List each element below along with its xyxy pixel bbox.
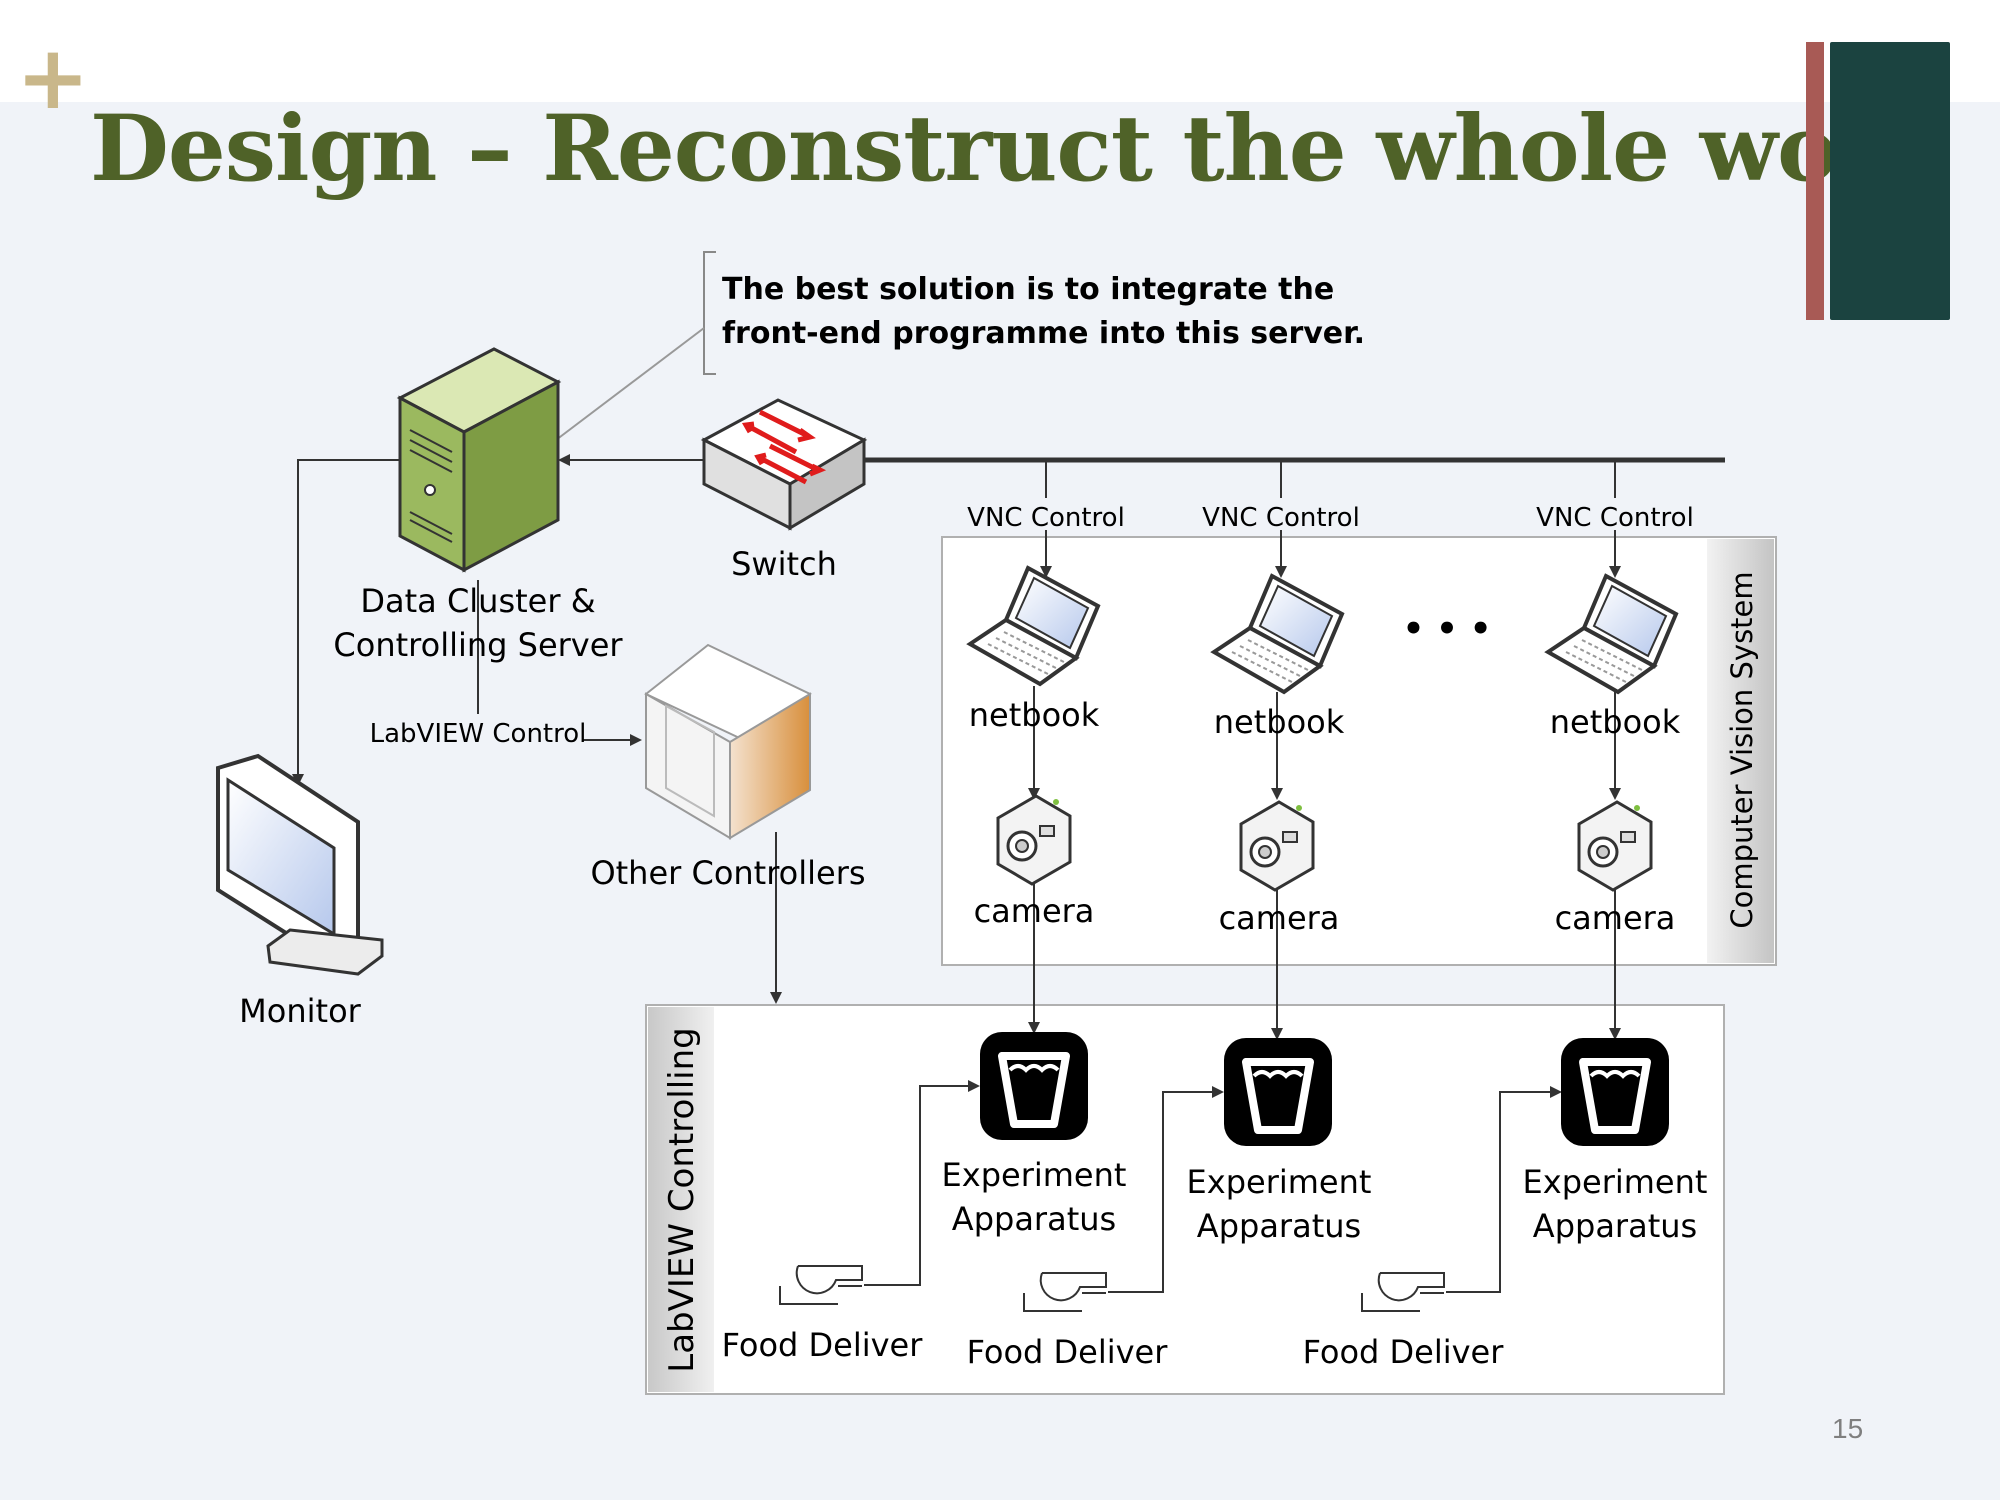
labview-control-label: LabVIEW Control [370, 719, 587, 749]
netbook-label-3: netbook [1550, 703, 1681, 741]
slide-title: Design – Reconstruct the whole work [90, 96, 1947, 202]
netbook-label-2: netbook [1214, 703, 1345, 741]
switch-label: Switch [731, 545, 837, 583]
camera-label-3: camera [1555, 899, 1676, 937]
server-label-line1: Data Cluster & [360, 582, 595, 620]
apparatus-icon-3 [1561, 1038, 1669, 1146]
apparatus-icon-1 [980, 1032, 1088, 1140]
callout-line-2: front-end programme into this server. [722, 316, 1366, 351]
food-deliver-icon-2 [1023, 1272, 1107, 1312]
network-lines [292, 454, 1725, 1293]
camera-label-2: camera [1219, 899, 1340, 937]
netbook-icon-3 [1544, 573, 1679, 695]
vnc-label-3: VNC Control [1536, 503, 1694, 533]
ellipsis: • • • [1403, 609, 1492, 649]
vnc-label-1: VNC Control [967, 503, 1125, 533]
top-band [0, 0, 2000, 102]
apparatus-label-2-line2: Apparatus [1197, 1207, 1361, 1245]
server-icon [396, 347, 562, 573]
apparatus-icon-2 [1224, 1038, 1332, 1146]
other-controllers-icon [644, 643, 812, 840]
food-deliver-label-1: Food Deliver [722, 1326, 924, 1364]
labview-box [645, 1004, 1725, 1395]
camera-label-1: camera [974, 892, 1095, 930]
page-number: 15 [1832, 1413, 1864, 1444]
callout-bracket [555, 251, 716, 441]
netbook-label-1: netbook [969, 696, 1100, 734]
callout-text: The best solution is to integrate the fr… [722, 268, 1365, 356]
plus-icon: + [16, 26, 90, 129]
accent-bar-teal [1830, 42, 1950, 320]
server-label-line2: Controlling Server [333, 626, 623, 664]
vnc-label-2: VNC Control [1202, 503, 1360, 533]
apparatus-label-1-line2: Apparatus [952, 1200, 1116, 1238]
labview-controlling-label: LabVIEW Controlling [662, 1027, 702, 1372]
monitor-label: Monitor [239, 992, 361, 1030]
monitor-icon [216, 753, 384, 976]
camera-icon-1 [996, 794, 1072, 886]
switch-icon [700, 398, 868, 531]
camera-icon-2 [1239, 800, 1315, 892]
accent-bar-red [1806, 42, 1824, 320]
netbook-icon-2 [1210, 573, 1345, 695]
food-deliver-icon-1 [779, 1265, 863, 1305]
callout-line-1: The best solution is to integrate the [722, 272, 1335, 307]
food-deliver-icon-3 [1361, 1272, 1445, 1312]
apparatus-label-3-line2: Apparatus [1533, 1207, 1697, 1245]
food-deliver-label-3: Food Deliver [1303, 1333, 1505, 1371]
food-deliver-label-2: Food Deliver [967, 1333, 1169, 1371]
netbook-icon-1 [966, 565, 1101, 687]
camera-icon-3 [1577, 800, 1653, 892]
apparatus-label-1-line1: Experiment [942, 1156, 1127, 1194]
other-controllers-label: Other Controllers [590, 854, 865, 892]
apparatus-label-3-line1: Experiment [1523, 1163, 1708, 1201]
apparatus-label-2-line1: Experiment [1187, 1163, 1372, 1201]
cv-system-label: Computer Vision System [1725, 571, 1759, 928]
